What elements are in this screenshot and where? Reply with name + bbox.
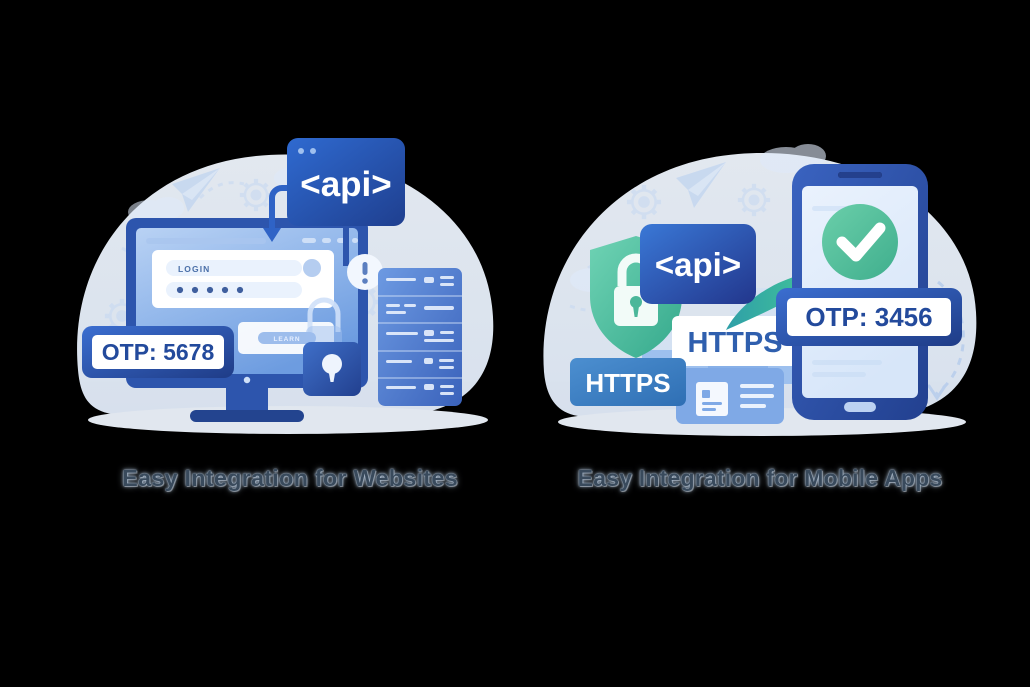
https-badge-solid-label: HTTPS xyxy=(585,368,670,398)
login-label: LOGIN xyxy=(178,264,210,274)
server-unit xyxy=(386,304,454,314)
api-card: <api> xyxy=(287,138,405,266)
api-card-label: <api> xyxy=(655,246,741,283)
padlock-outline-icon xyxy=(307,297,341,332)
panel-websites: LOGIN LEARN xyxy=(60,120,520,520)
https-badge-light-label: HTTPS xyxy=(687,327,782,359)
connector-arrow-icon xyxy=(263,185,337,242)
panel-mobile-apps: HTTPS HTTPS <api> xyxy=(530,120,990,520)
api-card: <api> xyxy=(640,224,756,304)
browser-button-label: LEARN xyxy=(274,336,301,343)
mobile-integration-illustration: HTTPS HTTPS <api> xyxy=(530,120,990,450)
https-badge-light: HTTPS xyxy=(672,316,798,366)
server-unit xyxy=(386,384,454,395)
alert-icon xyxy=(347,254,383,290)
otp-badge-label: OTP: 5678 xyxy=(102,339,215,365)
check-circle-icon xyxy=(822,204,898,280)
caption-mobile-apps: Easy Integration for Mobile Apps xyxy=(577,465,943,491)
server-unit xyxy=(386,276,454,286)
otp-badge: OTP: 5678 xyxy=(82,326,234,378)
caption-websites: Easy Integration for Websites xyxy=(122,465,458,491)
server-unit xyxy=(386,330,454,342)
api-card-label: <api> xyxy=(300,165,391,204)
https-badge-solid: HTTPS xyxy=(570,358,686,406)
password-dots xyxy=(176,286,244,294)
server-unit xyxy=(386,358,454,369)
server-rack xyxy=(378,268,462,406)
paper-plane-icon xyxy=(676,162,726,208)
otp-badge-label: OTP: 3456 xyxy=(805,302,932,332)
paper-plane-icon xyxy=(172,168,220,212)
padlock-icon xyxy=(303,342,361,396)
otp-badge: OTP: 3456 xyxy=(776,288,962,346)
website-integration-illustration: LOGIN LEARN xyxy=(60,120,520,450)
